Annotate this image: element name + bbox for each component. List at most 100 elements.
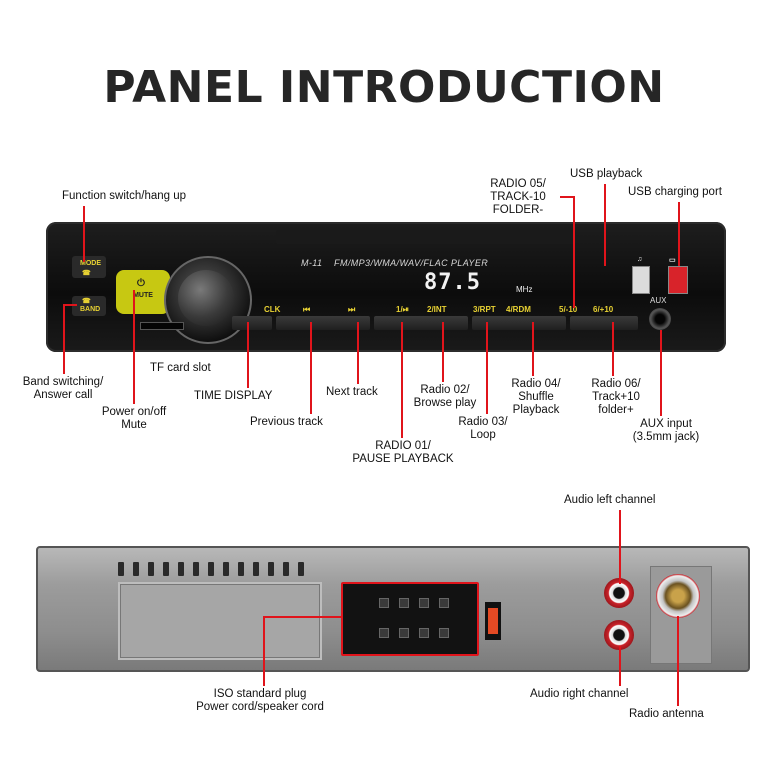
- power-icon: ⏻: [137, 278, 145, 289]
- label-radio03: Radio 03/ Loop: [458, 416, 508, 441]
- callout-line: [677, 616, 679, 706]
- key-label-4: 4/RDM: [506, 305, 531, 314]
- vent-slot: [223, 562, 229, 576]
- vent-slot: [268, 562, 274, 576]
- label-radio02: Radio 02/ Browse play: [413, 384, 477, 409]
- label-radio06: Radio 06/ Track+10 folder+: [591, 378, 641, 416]
- callout-line: [573, 196, 575, 308]
- volume-knob-center: [178, 270, 234, 326]
- power-mute-button[interactable]: [116, 270, 170, 314]
- phone-answer-icon: ☎: [82, 298, 91, 305]
- front-panel: M-11 FM/MP3/WMA/WAV/FLAC PLAYER 87.5 MHz…: [46, 222, 726, 352]
- frequency-display: 87.5: [424, 270, 481, 295]
- device-model-line: M-11 FM/MP3/WMA/WAV/FLAC PLAYER: [301, 258, 488, 268]
- callout-line: [63, 304, 77, 306]
- label-aux-input: AUX input (3.5mm jack): [632, 418, 700, 443]
- label-usb-playback: USB playback: [570, 168, 643, 180]
- vent-slot: [148, 562, 154, 576]
- label-band-switch: Band switching/ Answer call: [22, 376, 104, 401]
- preset-3-4-buttons[interactable]: [472, 316, 566, 330]
- callout-line: [619, 510, 621, 584]
- callout-line: [247, 322, 249, 388]
- iso-pin: [439, 598, 449, 608]
- tf-card-slot[interactable]: [140, 322, 184, 330]
- iso-pin: [399, 598, 409, 608]
- label-time-display: TIME DISPLAY: [194, 390, 273, 402]
- vent-slot: [193, 562, 199, 576]
- label-function-switch: Function switch/hang up: [62, 190, 187, 202]
- label-radio05: RADIO 05/ TRACK-10 FOLDER-: [490, 178, 546, 216]
- callout-line: [612, 322, 614, 376]
- label-previous-track: Previous track: [250, 416, 323, 428]
- vent-slot: [178, 562, 184, 576]
- callout-line: [660, 330, 662, 416]
- iso-pin: [379, 628, 389, 638]
- audio-right-jack[interactable]: [604, 620, 634, 650]
- label-radio04: Radio 04/ Shuffle Playback: [511, 378, 561, 416]
- back-panel: [36, 546, 750, 672]
- vent-slot: [238, 562, 244, 576]
- fuse: [488, 608, 498, 634]
- callout-line: [619, 646, 621, 686]
- aux-label: AUX: [650, 296, 667, 305]
- label-audio-left: Audio left channel: [564, 494, 656, 506]
- mode-label: MODE: [80, 260, 101, 267]
- key-label-1: 1/⏯: [396, 305, 410, 314]
- usb-charging-port[interactable]: [668, 266, 688, 294]
- antenna-jack[interactable]: [656, 574, 700, 618]
- battery-icon: ▭: [669, 257, 676, 264]
- callout-line: [310, 322, 312, 414]
- callout-line: [357, 322, 359, 384]
- callout-line: [532, 322, 534, 376]
- track-buttons[interactable]: [276, 316, 370, 330]
- callout-line: [133, 290, 135, 404]
- page-title: PANEL INTRODUCTION: [103, 62, 665, 113]
- clk-button[interactable]: [232, 316, 272, 330]
- callout-line: [604, 184, 606, 266]
- key-label-clk: CLK: [264, 305, 281, 314]
- label-tf-slot: TF card slot: [150, 362, 211, 374]
- vent-slot: [283, 562, 289, 576]
- iso-pin: [399, 628, 409, 638]
- device-model: M-11: [301, 258, 323, 268]
- phone-hangup-icon: ☎: [82, 270, 91, 277]
- label-usb-charging: USB charging port: [628, 186, 722, 198]
- aux-jack[interactable]: [649, 308, 671, 330]
- band-button[interactable]: [72, 296, 106, 316]
- band-label: BAND: [80, 306, 101, 313]
- callout-line: [263, 616, 265, 686]
- usb-playback-port[interactable]: [632, 266, 650, 294]
- vent-slot: [163, 562, 169, 576]
- callout-line: [401, 322, 403, 438]
- callout-line: [560, 196, 574, 198]
- callout-line: [63, 304, 65, 374]
- key-label-next: ⏭: [348, 305, 356, 314]
- iso-pin: [379, 598, 389, 608]
- iso-pin: [419, 628, 429, 638]
- frequency-unit: MHz: [516, 285, 533, 294]
- label-power: Power on/off Mute: [101, 406, 167, 431]
- label-radio-antenna: Radio antenna: [629, 708, 704, 720]
- vent-slot: [253, 562, 259, 576]
- disc-slot: [276, 230, 576, 244]
- device-formats: FM/MP3/WMA/WAV/FLAC PLAYER: [334, 258, 489, 268]
- key-label-6: 6/+10: [593, 305, 614, 314]
- label-radio01: RADIO 01/ PAUSE PLAYBACK: [352, 440, 454, 465]
- iso-pin: [439, 628, 449, 638]
- back-plate: [118, 582, 322, 660]
- key-label-5: 5/-10: [559, 305, 578, 314]
- iso-pin: [419, 598, 429, 608]
- callout-line: [83, 206, 85, 262]
- callout-line: [678, 202, 680, 266]
- callout-line: [442, 322, 444, 382]
- callout-line: [263, 616, 343, 618]
- iso-connector[interactable]: [341, 582, 479, 656]
- music-note-icon: ♫: [637, 256, 643, 263]
- key-label-prev: ⏮: [303, 305, 311, 314]
- mode-button[interactable]: [72, 256, 106, 278]
- callout-line: [486, 322, 488, 414]
- vent-slot: [118, 562, 124, 576]
- preset-5-6-buttons[interactable]: [570, 316, 638, 330]
- vent-slot: [133, 562, 139, 576]
- preset-1-2-buttons[interactable]: [374, 316, 468, 330]
